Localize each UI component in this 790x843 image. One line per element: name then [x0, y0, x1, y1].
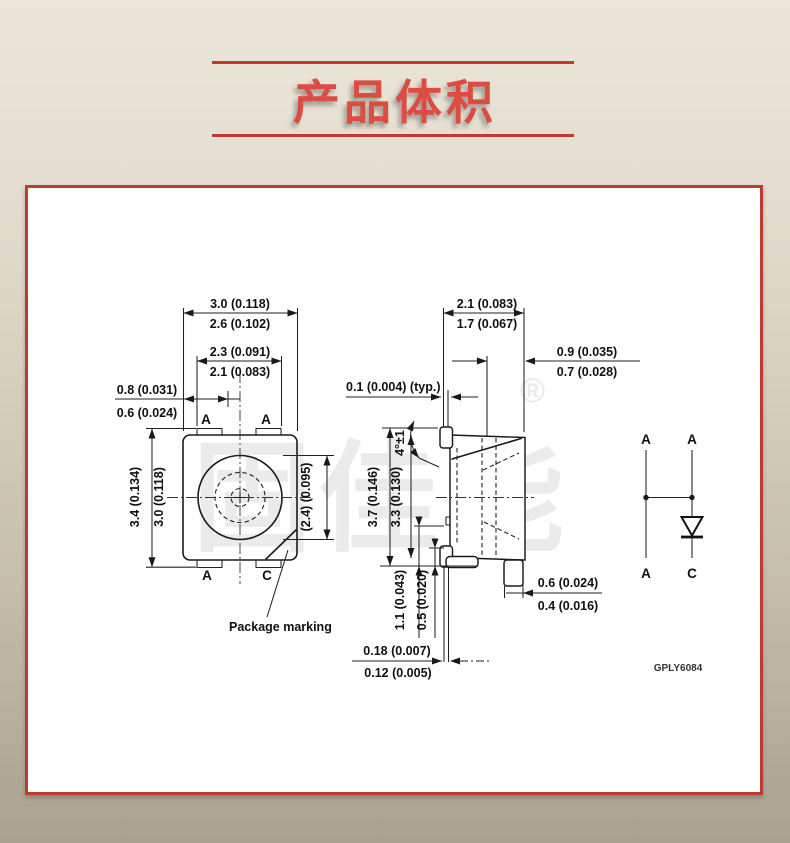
pad-top-right-outline — [255, 427, 282, 435]
dim-foot-width: 0.6 (0.024) 0.4 (0.016) — [503, 560, 602, 613]
reflector-cone-bottom — [483, 521, 520, 540]
dim-gap-typ: 0.1 (0.004) (typ.) — [346, 380, 478, 401]
pin-label: A — [641, 566, 651, 581]
dim-lens-offset: 0.9 (0.035) 0.7 (0.028) — [452, 345, 640, 436]
dim-text: 3.0 (0.118) — [152, 467, 166, 527]
dim-text: 1.7 (0.067) — [457, 317, 517, 331]
dim-lead-thickness: 0.18 (0.007) 0.12 (0.005) — [352, 644, 492, 680]
dim-text: 0.4 (0.016) — [538, 599, 598, 613]
dim-text: 0.1 (0.004) (typ.) — [346, 380, 440, 394]
dim-depth: 2.1 (0.083) 1.7 (0.067) — [442, 297, 525, 432]
dim-text: 2.6 (0.102) — [210, 317, 270, 331]
pad-label: A — [201, 412, 211, 427]
led-package-side-outline — [436, 390, 534, 662]
dim-text: 0.6 (0.024) — [538, 576, 598, 590]
pad-label: A — [261, 412, 271, 427]
junction-dot — [689, 494, 695, 501]
pad-label: C — [262, 568, 272, 583]
reflector-rim — [451, 437, 522, 460]
title-rule-top — [212, 61, 574, 64]
figure-code: GPLY6084 — [654, 663, 703, 674]
pin-label: A — [687, 432, 697, 447]
dimension-drawing: 固佳能 ® 3.0 (0.118) 2.6 (0.102) — [115, 297, 705, 680]
reflector-cone-top — [482, 452, 520, 471]
pin-label: C — [687, 566, 697, 581]
dim-width-outer: 3.0 (0.118) 2.6 (0.102) — [182, 297, 299, 431]
dim-text: 2.1 (0.083) — [457, 297, 517, 311]
dim-text: 2.3 (0.091) — [210, 345, 270, 359]
circuit-schematic: A A A C — [641, 432, 705, 581]
lead-tab-top — [439, 426, 454, 449]
lead-foot — [445, 555, 479, 569]
dim-pad-offset: 0.8 (0.031) 0.6 (0.024) — [115, 383, 240, 420]
pad-labels: A A A C — [201, 412, 272, 583]
angle-text: 4°±1 — [393, 430, 407, 456]
dim-text: (2.4) (0.095) — [299, 463, 313, 532]
pin-label: A — [641, 432, 651, 447]
dim-text: 0.12 (0.005) — [364, 666, 431, 680]
dim-lead-length: 1.1 (0.043) 0.5 (0.020) — [393, 516, 444, 638]
dim-text: 1.1 (0.043) — [393, 570, 407, 630]
dim-lens-diameter: (2.4) (0.095) — [283, 454, 334, 541]
dim-text: 0.7 (0.028) — [557, 365, 617, 379]
diode-icon — [679, 516, 705, 538]
top-view: 3.0 (0.118) 2.6 (0.102) 2.3 (0.091) 2.1 … — [115, 297, 334, 634]
led-package-top-outline — [167, 372, 313, 584]
package-marking-callout: Package marking — [229, 549, 332, 634]
dim-text: 0.18 (0.007) — [363, 644, 430, 658]
dim-text: 3.0 (0.118) — [210, 297, 270, 311]
drawing-panel: 固佳能 ® 3.0 (0.118) 2.6 (0.102) — [25, 185, 763, 795]
side-view: 2.1 (0.083) 1.7 (0.067) 0.9 (0.035) 0.7 … — [346, 297, 640, 680]
dim-text: 0.6 (0.024) — [117, 406, 177, 420]
dim-text: 3.7 (0.146) — [366, 467, 380, 527]
cathode-foot — [503, 559, 524, 587]
dim-text: 3.3 (0.130) — [389, 467, 403, 527]
dim-text: 0.9 (0.035) — [557, 345, 617, 359]
dim-height: 3.4 (0.134) 3.0 (0.118) — [128, 427, 196, 568]
dim-side-height: 3.7 (0.146) 3.3 (0.130) — [366, 427, 478, 567]
cathode-chamfer — [265, 529, 297, 560]
dim-text: 0.8 (0.031) — [117, 383, 177, 397]
package-marking-note: Package marking — [229, 620, 332, 634]
dim-text: 2.1 (0.083) — [210, 365, 270, 379]
pad-top-left-outline — [196, 427, 223, 435]
pad-bottom-left-outline — [196, 560, 223, 569]
dim-text: 0.5 (0.020) — [415, 570, 429, 630]
lead-notch — [445, 516, 450, 526]
dim-text: 3.4 (0.134) — [128, 467, 142, 527]
dim-width-inner: 2.3 (0.091) 2.1 (0.083) — [196, 345, 283, 426]
title-rule-bottom — [212, 134, 574, 137]
pad-bottom-right-outline — [255, 560, 282, 569]
junction-dot — [643, 494, 649, 501]
page-title: 产品体积 — [293, 76, 497, 129]
pad-label: A — [202, 568, 212, 583]
